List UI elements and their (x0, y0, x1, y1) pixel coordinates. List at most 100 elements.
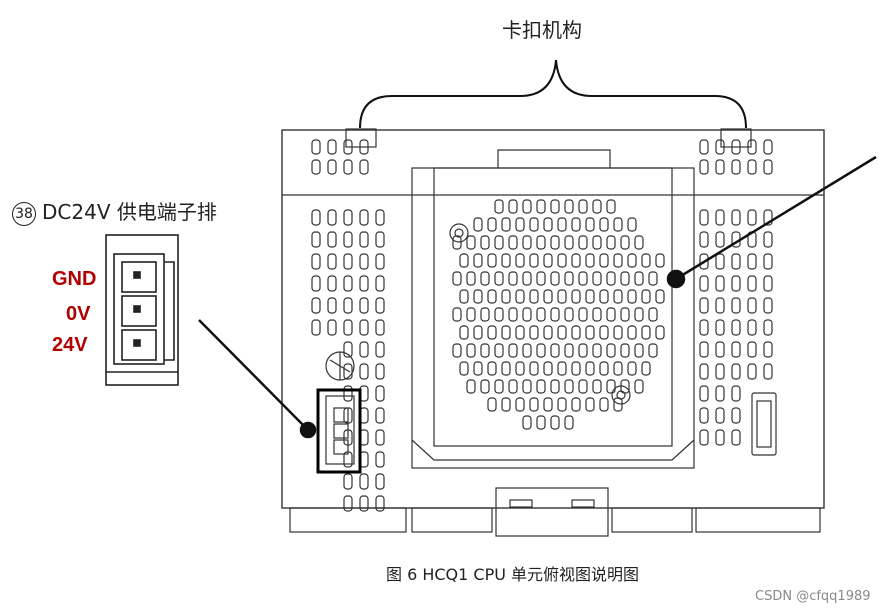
vent-slot (311, 209, 321, 226)
vent-slot (508, 271, 518, 286)
cpu-body (281, 129, 825, 509)
vent-slot (613, 253, 623, 268)
vent-slot (571, 217, 581, 232)
vent-slot (747, 209, 757, 226)
vent-slot (715, 363, 725, 380)
vent-slot (699, 159, 709, 175)
vent-slot (699, 385, 709, 402)
vent-slot (715, 341, 725, 358)
vent-slot (452, 343, 462, 358)
vent-slot (480, 235, 490, 250)
vent-slot (731, 407, 741, 424)
vent-slot (731, 341, 741, 358)
vent-slot (592, 343, 602, 358)
vent-slot (699, 231, 709, 248)
vent-slot (359, 341, 369, 358)
leader-lines (198, 155, 877, 439)
vent-slot (375, 363, 385, 380)
vent-slot (311, 159, 321, 175)
bottom-center-tab (495, 487, 609, 537)
vent-slot (550, 415, 560, 430)
vent-slot (459, 325, 469, 340)
vent-slot (522, 379, 532, 394)
vent-slot (731, 363, 741, 380)
vent-slot (515, 325, 525, 340)
vent-slot (536, 415, 546, 430)
vent-slot (375, 319, 385, 336)
vent-slot (375, 209, 385, 226)
vent-slot (599, 397, 609, 412)
vent-slot (501, 217, 511, 232)
vent-slot (359, 319, 369, 336)
vent-slot (515, 397, 525, 412)
vent-slot (763, 363, 773, 380)
vent-slot (557, 325, 567, 340)
vent-slot (473, 361, 483, 376)
vent-slot (641, 289, 651, 304)
vent-slot (648, 271, 658, 286)
vent-slot (731, 319, 741, 336)
vent-slot (715, 319, 725, 336)
vent-slot (731, 253, 741, 270)
vent-slot (543, 361, 553, 376)
vent-slot (327, 253, 337, 270)
vent-slot (641, 325, 651, 340)
vent-slot (375, 253, 385, 270)
vent-slot (613, 397, 623, 412)
vent-slot (508, 343, 518, 358)
vent-slot (343, 275, 353, 292)
vent-slot (543, 217, 553, 232)
vent-slot (715, 253, 725, 270)
vent-slot (543, 397, 553, 412)
vent-slot (699, 253, 709, 270)
vent-slot (747, 297, 757, 314)
vent-slot (515, 217, 525, 232)
terminal-connector-zoom (105, 234, 179, 386)
bottom-foot-3 (611, 507, 693, 533)
vent-slot (459, 361, 469, 376)
figure-caption: 图 6 HCQ1 CPU 单元俯视图说明图 (386, 565, 640, 584)
vent-slot (641, 361, 651, 376)
vent-slot (699, 275, 709, 292)
vent-slot (747, 275, 757, 292)
vent-slot (529, 217, 539, 232)
vent-slot (311, 297, 321, 314)
vent-slot (375, 451, 385, 468)
screw-top (449, 223, 469, 243)
vent-slot (613, 361, 623, 376)
vent-slot (571, 397, 581, 412)
vent-slot (655, 289, 665, 304)
vent-slot (715, 429, 725, 446)
vent-slot (731, 275, 741, 292)
vent-slot (515, 361, 525, 376)
vent-slot (501, 397, 511, 412)
vent-slot (473, 289, 483, 304)
vent-slot (648, 307, 658, 322)
vent-slot (466, 379, 476, 394)
vent-slot (343, 297, 353, 314)
vent-slot (747, 139, 757, 155)
vent-slot (599, 325, 609, 340)
vent-slot (557, 361, 567, 376)
vent-slot (620, 379, 630, 394)
vent-slot (627, 325, 637, 340)
vent-slot (494, 271, 504, 286)
vent-slot (375, 407, 385, 424)
vent-slot (634, 271, 644, 286)
vent-slot (571, 361, 581, 376)
vent-slot (343, 139, 353, 155)
vent-slot (375, 429, 385, 446)
vent-slot (592, 271, 602, 286)
vent-slot (571, 325, 581, 340)
vent-slot (550, 379, 560, 394)
vent-slot (564, 307, 574, 322)
vent-slot (466, 235, 476, 250)
side-vent-slots (311, 139, 773, 512)
vent-slot (343, 209, 353, 226)
vent-slot (359, 231, 369, 248)
vent-slot (747, 363, 757, 380)
vent-slot (564, 379, 574, 394)
vent-slot (699, 319, 709, 336)
vent-slot (359, 275, 369, 292)
